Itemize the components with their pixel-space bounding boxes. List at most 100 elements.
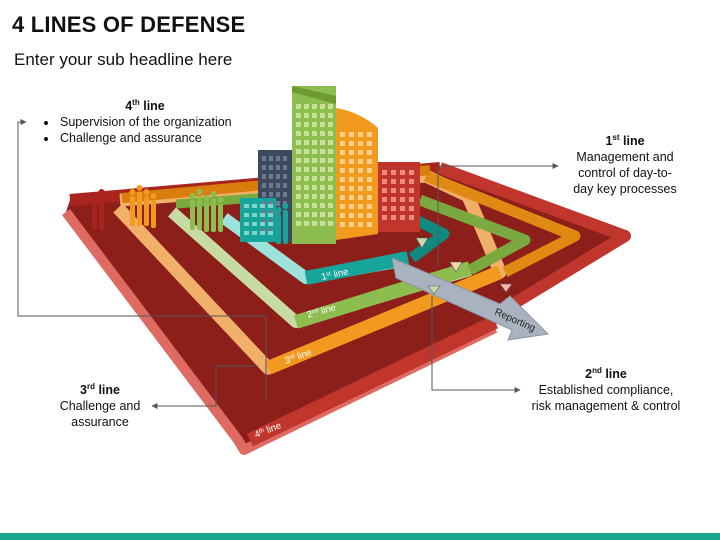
building-window xyxy=(312,212,317,217)
building-window xyxy=(409,206,414,211)
building-window xyxy=(283,174,287,179)
building-window xyxy=(391,215,396,220)
building-window xyxy=(312,194,317,199)
building-window xyxy=(328,122,333,127)
building-window xyxy=(320,140,325,145)
building-window xyxy=(367,132,372,137)
building-window xyxy=(252,204,257,208)
building-window xyxy=(400,215,405,220)
building-window xyxy=(296,167,301,172)
building-window xyxy=(320,203,325,208)
band-label-3rd: 3rd line xyxy=(283,347,313,367)
building-window xyxy=(244,213,249,217)
building-window xyxy=(320,221,325,226)
building-window xyxy=(358,222,363,227)
building-window xyxy=(358,168,363,173)
svg-text:2nd line: 2nd line xyxy=(306,302,337,321)
building-window xyxy=(367,204,372,209)
building-window xyxy=(367,186,372,191)
building-window xyxy=(312,185,317,190)
building-window xyxy=(283,156,287,161)
page-title: 4 LINES OF DEFENSE xyxy=(12,12,246,37)
callout-4th-line-heading: 4th line xyxy=(125,97,165,113)
building-window xyxy=(304,158,309,163)
building-window xyxy=(382,215,387,220)
building-window xyxy=(409,215,414,220)
building-window xyxy=(400,179,405,184)
building-window xyxy=(391,179,396,184)
building-window xyxy=(312,167,317,172)
building-window xyxy=(252,213,257,217)
building-window xyxy=(269,174,273,179)
building-window xyxy=(328,104,333,109)
building-window xyxy=(382,206,387,211)
building-window xyxy=(244,222,249,226)
building-window xyxy=(340,186,345,191)
building-window xyxy=(349,132,354,137)
building-window xyxy=(409,188,414,193)
callout-4th-line-bullets: Supervision of the organization Challeng… xyxy=(38,114,288,146)
building-window xyxy=(320,194,325,199)
building-window xyxy=(269,219,273,224)
building-window xyxy=(358,204,363,209)
building-window xyxy=(328,194,333,199)
building-window xyxy=(296,221,301,226)
svg-text:3rd line: 3rd line xyxy=(283,347,313,367)
building-window xyxy=(269,201,273,206)
building-window xyxy=(296,113,301,118)
building-window xyxy=(320,104,325,109)
building-window xyxy=(262,174,266,179)
building-window xyxy=(296,194,301,199)
building-window xyxy=(276,156,280,161)
building-window xyxy=(304,113,309,118)
building-window xyxy=(260,231,265,235)
building-window xyxy=(367,195,372,200)
building-window xyxy=(269,183,273,188)
building-window xyxy=(349,195,354,200)
building-window xyxy=(304,212,309,217)
building-window xyxy=(320,113,325,118)
building-window xyxy=(382,170,387,175)
building-window xyxy=(262,192,266,197)
building-window xyxy=(340,195,345,200)
building-window xyxy=(304,149,309,154)
building-window xyxy=(320,158,325,163)
building-window xyxy=(328,185,333,190)
connector-4th-line xyxy=(17,119,267,400)
building-window xyxy=(252,231,257,235)
building-window xyxy=(244,204,249,208)
building-window xyxy=(340,213,345,218)
building-window xyxy=(262,201,266,206)
building-window xyxy=(296,122,301,127)
building-window xyxy=(268,213,273,217)
office-buildings-icon xyxy=(240,86,420,244)
building-window xyxy=(349,222,354,227)
building-window xyxy=(320,212,325,217)
building-window xyxy=(276,165,280,170)
building-window xyxy=(304,194,309,199)
building-window xyxy=(312,149,317,154)
building-window xyxy=(312,158,317,163)
building-window xyxy=(260,213,265,217)
list-item: Challenge and assurance xyxy=(58,130,288,146)
building-window xyxy=(296,158,301,163)
building-window xyxy=(358,141,363,146)
band-label-2nd: 2nd line xyxy=(306,302,337,321)
building-window xyxy=(358,195,363,200)
connector-3rd-line xyxy=(151,365,258,409)
building-window xyxy=(358,213,363,218)
building-window xyxy=(304,203,309,208)
building-window xyxy=(312,113,317,118)
people-group-icon xyxy=(91,185,289,244)
building-window xyxy=(320,131,325,136)
building-window xyxy=(340,177,345,182)
building-window xyxy=(328,203,333,208)
building-window xyxy=(358,177,363,182)
building-window xyxy=(269,156,273,161)
building-window xyxy=(409,197,414,202)
building-window xyxy=(367,159,372,164)
building-window xyxy=(409,179,414,184)
building-window xyxy=(269,228,273,233)
building-window xyxy=(276,174,280,179)
